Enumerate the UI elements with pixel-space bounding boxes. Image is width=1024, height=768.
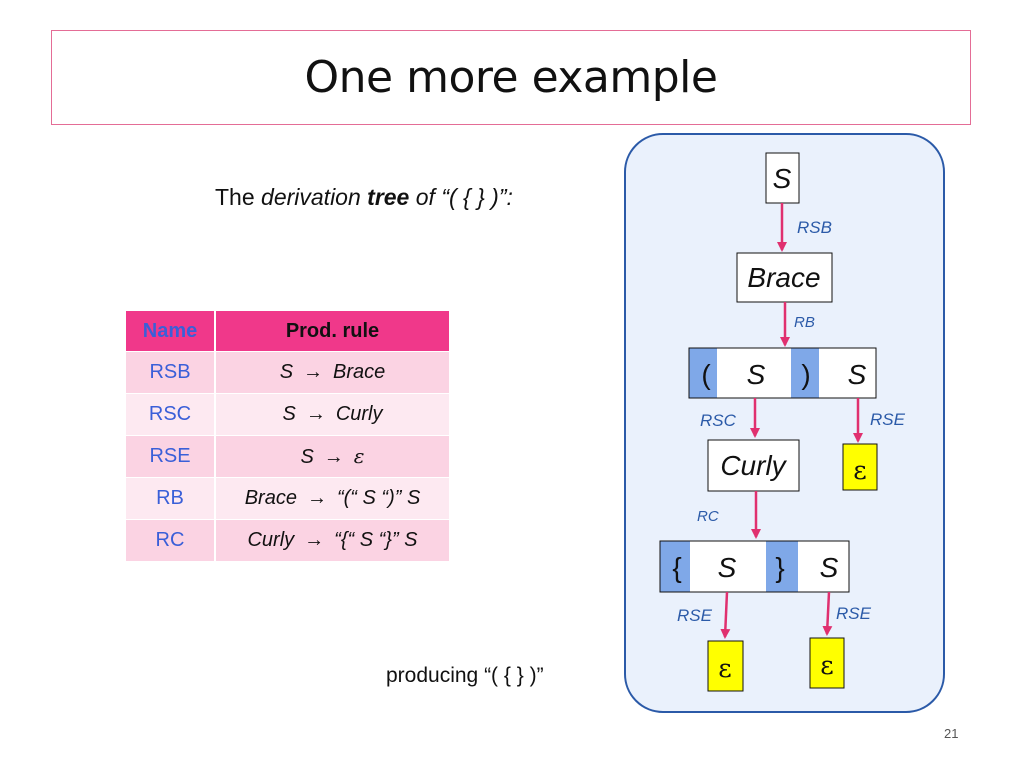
epsilon-leaf-label: ε [718,654,731,684]
subtitle-of: of [415,184,435,210]
rule-lhs: Curly [247,529,295,551]
rule-rhs: ε [353,444,365,468]
edge-label-rc: RC [697,508,719,525]
rule-lhs: S [282,403,296,425]
row2-s1: S [718,552,737,583]
epsilon-leaf: ε [809,637,845,689]
row1-s2: S [848,359,867,390]
row2-s2: S [820,552,839,583]
subtitle: The derivation tree of “( { } )”: [215,184,513,211]
curly-node: Curly [707,439,800,492]
rule-lhs: S [279,361,294,383]
arrow-icon: → [303,361,324,383]
table-row: RB Brace → “(“ S “)” S [126,477,451,520]
edge-label-rse-row2-right: RSE [836,604,872,623]
arrow-icon: → [306,487,327,509]
epsilon-leaf: ε [707,640,744,692]
edge-label-rb: RB [794,314,815,331]
subtitle-tree: tree [367,184,410,210]
page-number: 21 [944,726,959,741]
header-name: Name [126,311,216,352]
row2-close-curly: } [775,552,784,583]
rule-name: RSC [126,393,216,436]
row1-close-paren: ) [801,359,810,390]
row2-open-curly: { [672,552,681,583]
production-rule-table: Name Prod. rule RSB S→Brace RSC S→Curly … [126,311,451,561]
rule-rhs: “(“ S “)” S [336,487,421,509]
row2-node: { S } S [659,540,850,593]
root-node-label: S [773,163,792,194]
header-prod-rule: Prod. rule [215,311,451,352]
rule-body: Curly → “{“ S “}” S [215,519,451,561]
edge-rse-row2-left [720,591,731,639]
rule-name: RB [126,477,216,520]
slide-title: One more example [304,52,718,103]
rule-body: Brace → “(“ S “)” S [215,477,451,520]
epsilon-leaf-label: ε [820,651,833,681]
rule-name: RSB [126,351,216,394]
edge-label-rse-row2-left: RSE [677,606,713,625]
table-row: RSC S → Curly [126,393,451,436]
brace-node: Brace [736,252,833,303]
table-row: RC Curly → “{“ S “}” S [126,519,451,561]
rule-body: S → ε [215,435,451,478]
row2-terminal-highlight [660,541,690,592]
arrow-icon: → [304,529,325,551]
subtitle-string: “( { } )”: [441,184,513,210]
row1-terminal-highlight [689,348,717,398]
rule-rhs: Curly [335,403,383,425]
row1-terminal-highlight [791,348,819,398]
subtitle-text: The [215,184,262,210]
title-box: One more example [51,30,971,125]
row1-open-paren: ( [701,359,711,390]
rule-lhs: Brace [244,487,297,509]
row2-terminal-highlight [766,541,798,592]
rule-rhs: Brace [333,361,386,383]
edge-label-rsb: RSB [797,218,832,237]
subtitle-derivation: derivation [261,184,361,210]
rule-lhs: S [300,446,314,468]
epsilon-leaf: ε [842,443,878,491]
rule-name: RC [126,519,216,561]
rule-rhs: “{“ S “}” S [334,529,418,551]
edge-label-rsc: RSC [700,411,737,430]
table-row: RSB S → Brace [126,351,451,394]
row1-s1: S [747,359,766,390]
rule-body: S → Brace [215,351,451,394]
brace-node-label: Brace [747,262,820,293]
arrow-icon: → [305,403,326,425]
rule-name: RSE [126,435,216,478]
root-node: S [765,152,800,204]
rule-body: S → Curly [215,393,451,436]
arrow-icon: → [323,446,344,468]
table-row: RSE S → ε [126,435,451,478]
edge-rse-row2-right [822,591,833,636]
edge-label-rse-row1: RSE [870,410,906,429]
producing-caption: producing “( { } )” [386,664,544,687]
epsilon-leaf-label: ε [853,456,866,486]
curly-node-label: Curly [720,450,787,481]
table-header-row: Name Prod. rule [126,311,451,352]
row1-node: ( S ) S [688,347,877,399]
